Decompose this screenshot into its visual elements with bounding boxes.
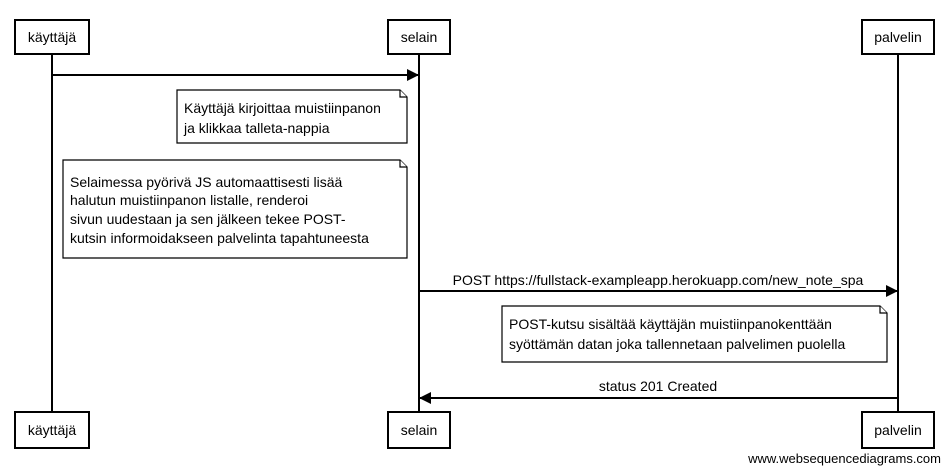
participant-user-label: käyttäjä	[28, 422, 76, 438]
participant-browser-label: selain	[401, 29, 438, 45]
note-line: halutun muistiinpanon listalle, renderoi	[70, 192, 308, 208]
note-line: ja klikkaa talleta-nappia	[183, 120, 330, 136]
note-line: syöttämän datan joka tallennetaan palvel…	[509, 336, 845, 352]
participant-browser-top: selain	[387, 19, 451, 55]
message-label: status 201 Created	[599, 378, 717, 394]
note-line: POST-kutsu sisältää käyttäjän muistiinpa…	[509, 316, 832, 332]
participant-server-label: palvelin	[874, 422, 921, 438]
note-post-content: POST-kutsu sisältää käyttäjän muistiinpa…	[501, 305, 888, 363]
message-status-response: status 201 Created	[419, 378, 898, 404]
note-line: Selaimessa pyörivä JS automaattisesti li…	[70, 174, 343, 190]
note-line: sivun uudestaan ja sen jälkeen tekee POS…	[70, 211, 346, 227]
participant-browser-bottom: selain	[387, 411, 451, 449]
participant-user-bottom: käyttäjä	[14, 411, 90, 449]
note-line: Käyttäjä kirjoittaa muistiinpanon	[184, 100, 381, 116]
message-post-request: POST https://fullstack-exampleapp.heroku…	[419, 272, 898, 297]
participant-user-label: käyttäjä	[28, 29, 76, 45]
note-line: kutsin informoidakseen palvelinta tapaht…	[70, 230, 369, 246]
participant-server-bottom: palvelin	[861, 411, 935, 449]
message-label: POST https://fullstack-exampleapp.heroku…	[453, 272, 864, 288]
participant-user-top: käyttäjä	[14, 19, 90, 55]
participant-server-label: palvelin	[874, 29, 921, 45]
note-js-behavior: Selaimessa pyörivä JS automaattisesti li…	[62, 159, 408, 259]
participant-browser-label: selain	[401, 422, 438, 438]
participant-server-top: palvelin	[861, 19, 935, 55]
note-user-writes: Käyttäjä kirjoittaa muistiinpanon ja kli…	[176, 89, 408, 144]
watermark-text: www.websequencediagrams.com	[747, 451, 941, 466]
